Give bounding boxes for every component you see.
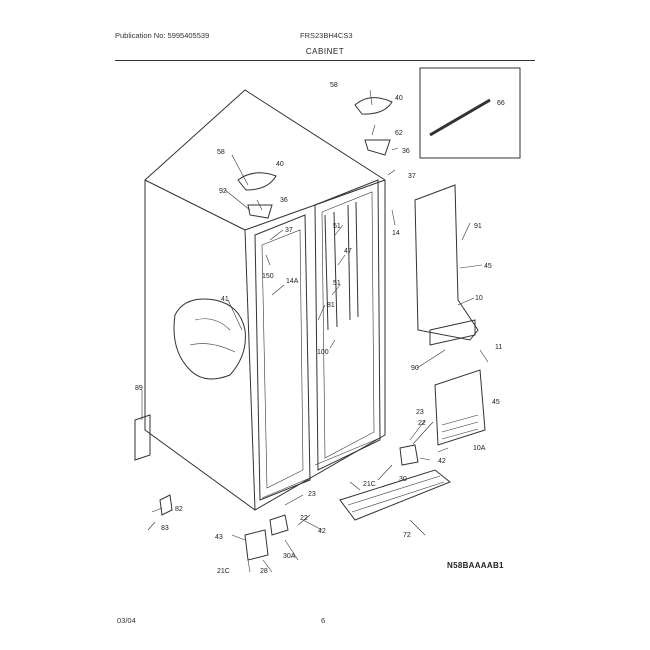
- callout-29: 22: [418, 420, 426, 427]
- top-hinge-cover: [354, 97, 393, 115]
- callout-40: 43: [215, 534, 223, 541]
- callout-39: 72: [403, 532, 411, 539]
- inset-box: [419, 67, 521, 159]
- callout-32: 30: [399, 476, 407, 483]
- side-panel: [134, 414, 151, 461]
- bottom-hinge-left: [244, 529, 269, 561]
- leveler: [159, 494, 173, 516]
- left-hinge-cover: [237, 172, 277, 191]
- callout-41: 30A: [283, 553, 296, 560]
- bottom-hinge-right: [399, 444, 419, 466]
- callout-11: 37: [285, 227, 293, 234]
- callout-21: 41: [221, 296, 229, 303]
- callout-9: 36: [280, 197, 288, 204]
- diagram-code: N58BAAAAB1: [447, 561, 504, 570]
- model-number: FRS23BH4CS3: [300, 31, 353, 40]
- access-cover: [434, 369, 486, 446]
- callout-6: 58: [217, 149, 225, 156]
- rear-grille: [429, 319, 476, 346]
- callout-27: 89: [135, 385, 143, 392]
- shelf-rail-left: [324, 211, 338, 331]
- publication-number: Publication No: 5995405539: [115, 31, 210, 40]
- kickplate: [339, 469, 451, 521]
- cabinet-front-edge: [144, 179, 386, 511]
- callout-43: 28: [260, 568, 268, 575]
- fresh-food-liner: [314, 179, 381, 471]
- callout-4: 36: [402, 148, 410, 155]
- callout-3: 62: [395, 130, 403, 137]
- callout-17: 47: [344, 248, 352, 255]
- callout-19: 45: [484, 263, 492, 270]
- footer-page-number: 6: [321, 616, 326, 625]
- callout-14: 150: [262, 273, 274, 280]
- evaporator-cover: [173, 298, 246, 380]
- callout-26: 45: [492, 399, 500, 406]
- callout-34: 23: [308, 491, 316, 498]
- callout-25: 90: [411, 365, 419, 372]
- callout-13: 14: [392, 230, 400, 237]
- callout-23: 100: [317, 349, 329, 356]
- callout-24: 11: [495, 344, 502, 351]
- callout-38: 42: [318, 528, 326, 535]
- callout-28: 23: [416, 409, 424, 416]
- callout-1: 58: [330, 82, 338, 89]
- callout-8: 92: [219, 188, 227, 195]
- rear-panel: [414, 184, 479, 341]
- callout-labels: 58 40 62 36 66 58 40 92 36 37 37 91 14 1…: [135, 82, 505, 575]
- callout-30: 10A: [473, 445, 486, 452]
- callout-35: 82: [175, 506, 183, 513]
- header-rule: [115, 60, 535, 61]
- callout-22: 81: [327, 302, 335, 309]
- callout-20: 10: [475, 295, 483, 302]
- callout-15: 14A: [286, 278, 299, 285]
- left-hinge: [247, 204, 273, 219]
- section-title: CABINET: [305, 47, 345, 56]
- freezer-liner: [254, 214, 311, 501]
- callout-16: 51: [333, 223, 341, 230]
- callout-37: 83: [161, 525, 169, 532]
- callout-10: 37: [408, 173, 416, 180]
- callout-7: 40: [276, 161, 284, 168]
- callout-18: 51: [333, 280, 341, 287]
- callout-2: 40: [395, 95, 403, 102]
- top-hinge: [364, 139, 391, 156]
- callout-36: 22: [300, 515, 308, 522]
- footer-date: 03/04: [117, 616, 136, 625]
- shelf-rail-right: [347, 201, 359, 321]
- callout-12: 91: [474, 223, 482, 230]
- callout-31: 42: [438, 458, 446, 465]
- callout-33: 21C: [363, 481, 376, 488]
- water-tube: [429, 98, 491, 137]
- cabinet-outline: [144, 89, 386, 511]
- callout-42: 21C: [217, 568, 230, 575]
- callout-5: 66: [497, 100, 505, 107]
